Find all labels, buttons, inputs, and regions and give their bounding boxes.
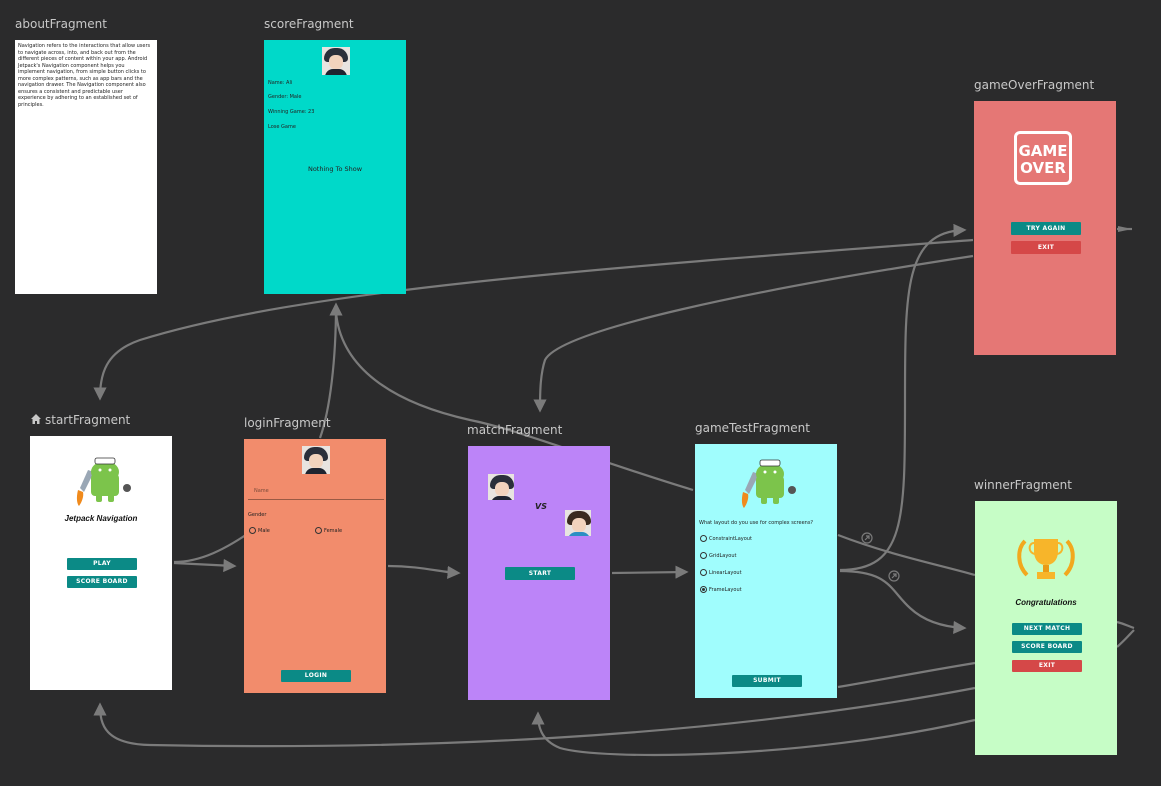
start-heading: Jetpack Navigation bbox=[64, 514, 138, 523]
action-gametest-to-winner bbox=[839, 569, 967, 635]
login-fragment-title: loginFragment bbox=[244, 416, 331, 430]
score-name: Name: Ali bbox=[268, 80, 293, 86]
score-empty-text: Nothing To Show bbox=[307, 165, 363, 173]
option-radio[interactable] bbox=[700, 586, 707, 593]
action-gametest-to-winner-2 bbox=[837, 533, 976, 577]
option-radio[interactable] bbox=[700, 535, 707, 542]
vs-label: VS bbox=[535, 502, 547, 511]
action-gameover-to-start bbox=[93, 238, 974, 401]
name-input-placeholder: Name bbox=[254, 488, 269, 494]
score-fragment-title: scoreFragment bbox=[264, 17, 354, 31]
popup-to-icon bbox=[861, 532, 900, 582]
gender-label: Gender bbox=[248, 512, 267, 518]
gametest-fragment-title: gameTestFragment bbox=[695, 421, 810, 435]
submit-button[interactable]: SUBMIT bbox=[732, 675, 802, 687]
option-label: FrameLayout bbox=[709, 587, 742, 593]
score-board-button[interactable]: SCORE BOARD bbox=[1012, 641, 1082, 653]
action-start-to-login bbox=[173, 558, 237, 573]
next-match-button[interactable]: NEXT MATCH bbox=[1012, 623, 1082, 635]
action-winner-self-2 bbox=[1116, 629, 1135, 648]
match-fragment-title: matchFragment bbox=[467, 423, 563, 437]
male-radio[interactable] bbox=[249, 527, 256, 534]
start-fragment[interactable]: Jetpack Navigation PLAY SCORE BOARD bbox=[30, 436, 172, 690]
home-icon bbox=[31, 414, 41, 424]
action-winner-self bbox=[1116, 620, 1135, 630]
action-gameover-to-match bbox=[533, 254, 974, 413]
exit-button[interactable]: EXIT bbox=[1012, 660, 1082, 672]
login-fragment[interactable]: Name Gender Male Female LOGIN bbox=[244, 439, 386, 693]
login-button[interactable]: LOGIN bbox=[281, 670, 351, 682]
trophy-icon bbox=[1017, 539, 1075, 579]
score-fragment[interactable]: Name: Ali Gender: Male Winning Game: 23 … bbox=[264, 40, 406, 294]
action-gametest-to-gameover bbox=[839, 223, 967, 572]
about-fragment[interactable]: Navigation refers to the interactions th… bbox=[15, 40, 157, 294]
action-match-to-gametest bbox=[611, 565, 689, 579]
action-gametest-to-score bbox=[334, 311, 694, 492]
try-again-button[interactable]: TRY AGAIN bbox=[1011, 222, 1081, 235]
action-login-to-match bbox=[387, 564, 461, 580]
score-board-button[interactable]: SCORE BOARD bbox=[67, 576, 137, 588]
score-winning: Winning Game: 23 bbox=[268, 109, 315, 115]
action-winner-to-start bbox=[93, 686, 976, 748]
option-label: LinearLayout bbox=[709, 570, 742, 576]
play-button[interactable]: PLAY bbox=[67, 558, 137, 570]
android-jetpack-icon bbox=[76, 457, 131, 506]
avatar-icon bbox=[302, 446, 330, 474]
winner-fragment[interactable]: Congratulations NEXT MATCH SCORE BOARD E… bbox=[975, 501, 1117, 755]
game-over-logo: GAME OVER bbox=[1014, 131, 1072, 185]
game-over-logo-line2: OVER bbox=[1020, 159, 1066, 177]
action-winner-to-gametest bbox=[837, 661, 976, 689]
start-fragment-title-text: startFragment bbox=[45, 413, 131, 427]
game-over-logo-line1: GAME bbox=[1018, 142, 1068, 160]
name-input[interactable]: Name bbox=[248, 485, 384, 500]
avatar-icon bbox=[322, 47, 350, 75]
female-label: Female bbox=[324, 528, 343, 534]
winner-heading: Congratulations bbox=[1015, 598, 1077, 607]
gameover-fragment[interactable]: GAME OVER TRY AGAIN EXIT bbox=[974, 101, 1116, 355]
gameover-fragment-title: gameOverFragment bbox=[974, 78, 1095, 92]
start-fragment-title: startFragment bbox=[30, 413, 130, 427]
avatar-icon bbox=[565, 510, 591, 536]
question-text: What layout do you use for complex scree… bbox=[699, 520, 814, 526]
option-radio[interactable] bbox=[700, 569, 707, 576]
option-radio[interactable] bbox=[700, 552, 707, 559]
start-button[interactable]: START bbox=[505, 567, 575, 580]
action-login-to-score bbox=[318, 302, 343, 439]
avatar-icon bbox=[488, 474, 514, 500]
gametest-fragment[interactable]: What layout do you use for complex scree… bbox=[695, 444, 837, 698]
female-radio[interactable] bbox=[315, 527, 322, 534]
winner-fragment-title: winnerFragment bbox=[974, 478, 1072, 492]
action-winner-to-match bbox=[531, 711, 976, 757]
option-label: ConstraintLayout bbox=[709, 536, 752, 542]
score-lose: Lose Game bbox=[268, 124, 296, 130]
about-text: Navigation refers to the interactions th… bbox=[18, 43, 151, 108]
exit-button[interactable]: EXIT bbox=[1011, 241, 1081, 254]
android-jetpack-icon bbox=[741, 459, 796, 508]
male-label: Male bbox=[258, 528, 270, 534]
option-label: GridLayout bbox=[709, 553, 737, 559]
about-fragment-title: aboutFragment bbox=[15, 17, 107, 31]
match-fragment[interactable]: VS START bbox=[468, 446, 610, 700]
score-gender: Gender: Male bbox=[268, 94, 302, 100]
